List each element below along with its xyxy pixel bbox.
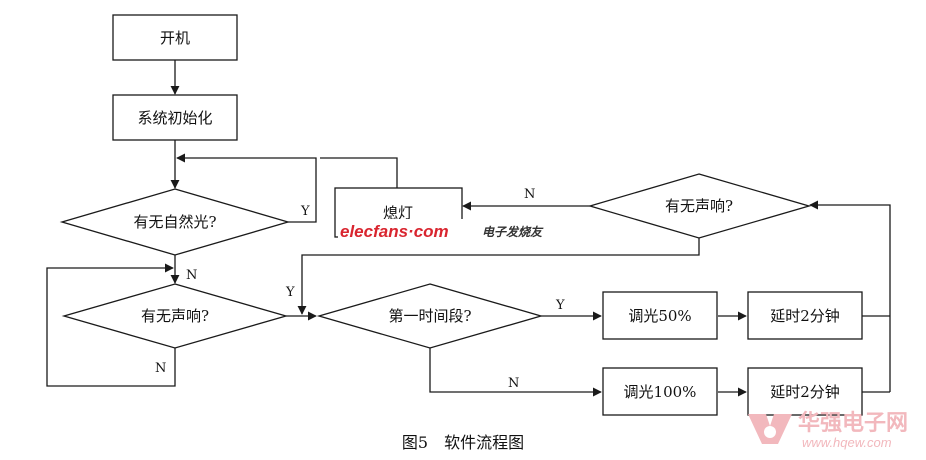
node-dim50-label: 调光50%: [628, 307, 691, 325]
node-delay-bottom: 延时2分钟: [747, 367, 863, 416]
elecfans-watermark-text: elecfans·com: [340, 222, 449, 241]
figure-caption: 图5 软件流程图: [402, 433, 524, 452]
edge-label-sound-right-yes: Y: [285, 285, 295, 300]
edge-label-sound-right-no: N: [524, 187, 535, 202]
elecfans-watermark-cn: 电子发烧友: [482, 225, 544, 239]
node-init-label: 系统初始化: [137, 109, 212, 127]
hqew-watermark-logo: 华强电子网: [798, 410, 908, 436]
edge-label-first-period-no: N: [508, 376, 519, 391]
node-sound-right: 有无声响?: [587, 173, 812, 239]
node-first-period-label: 第一时间段?: [388, 307, 471, 325]
hqew-watermark-url: www.hqew.com: [802, 435, 892, 450]
node-dim100: 调光100%: [602, 367, 718, 416]
edge-label-sound-left-no: N: [155, 361, 166, 376]
arrow-first-period-no: [429, 348, 602, 397]
node-delay-top: 延时2分钟: [747, 291, 863, 340]
hqew-logo-icon: [748, 414, 792, 444]
node-dim100-label: 调光100%: [624, 383, 697, 401]
connectors: [46, 60, 891, 397]
node-delay-top-label: 延时2分钟: [770, 307, 840, 325]
edge-label-natural-light-yes: Y: [300, 204, 310, 219]
arrow-sound-right-yes: [297, 238, 700, 315]
hqew-watermark: 华强电子网 www.hqew.com: [748, 410, 908, 450]
loop-natural-light-yes: [176, 153, 317, 223]
node-natural-light-label: 有无自然光?: [133, 213, 216, 231]
elecfans-watermark: elecfans·com 电子发烧友: [338, 219, 544, 241]
node-first-period: 第一时间段?: [316, 283, 544, 349]
node-power-on: 开机: [112, 14, 238, 61]
node-natural-light: 有无自然光?: [59, 188, 291, 256]
edge-label-first-period-yes: Y: [555, 298, 565, 313]
loop-sound-left-no: [46, 263, 176, 387]
node-init: 系统初始化: [112, 94, 238, 141]
node-sound-left: 有无声响?: [61, 283, 289, 349]
node-delay-bottom-label: 延时2分钟: [770, 383, 840, 401]
loop-light-off-return: [320, 157, 398, 188]
edge-label-natural-light-no: N: [186, 268, 197, 283]
arrow-return-to-sound-right: [809, 200, 891, 392]
node-sound-right-label: 有无声响?: [665, 197, 733, 215]
node-power-on-label: 开机: [160, 29, 190, 47]
node-sound-left-label: 有无声响?: [141, 307, 209, 325]
node-light-off-label: 熄灯: [383, 204, 413, 222]
node-dim50: 调光50%: [602, 291, 718, 340]
